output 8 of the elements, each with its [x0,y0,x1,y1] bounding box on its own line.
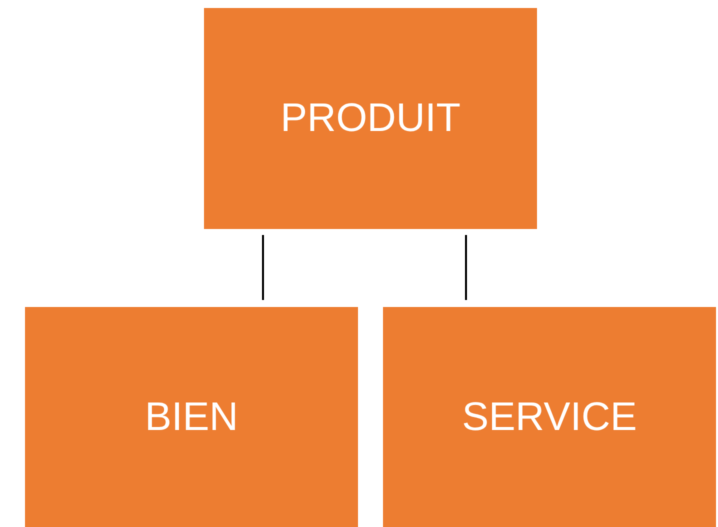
box-label: PRODUIT [280,96,460,141]
box-label: BIEN [144,394,238,440]
connector-line [465,235,467,300]
box-label: SERVICE [462,394,637,440]
category-box [383,307,716,527]
category-box [204,8,537,229]
connector-line [262,235,264,300]
category-box [25,307,358,527]
